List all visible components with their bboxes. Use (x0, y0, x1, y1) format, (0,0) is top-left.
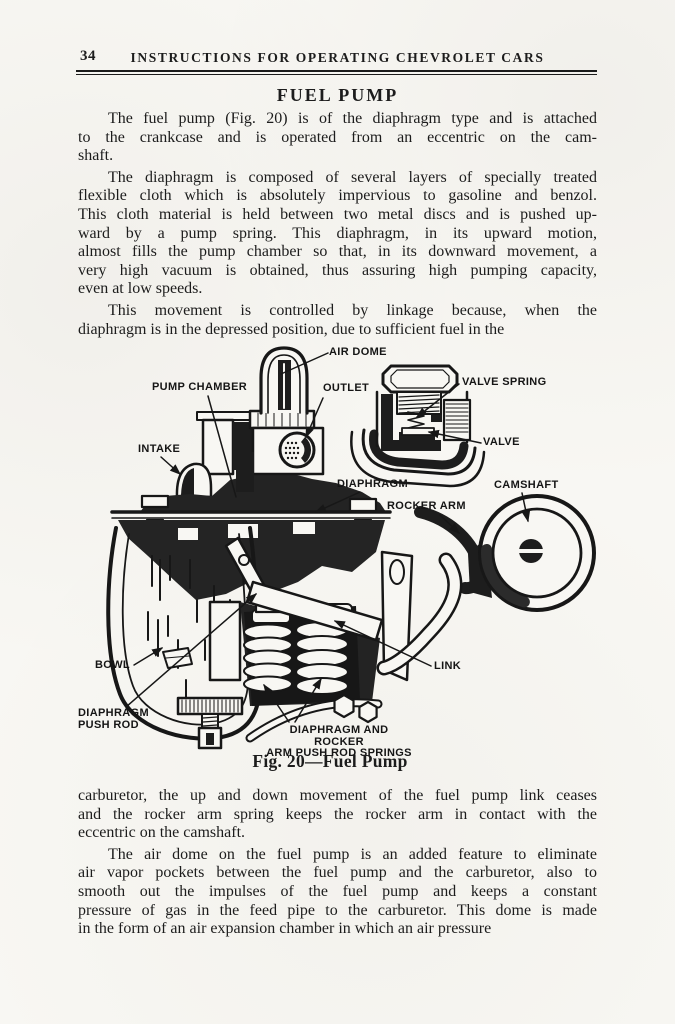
text-line: diaphragm is in the depressed position, … (78, 320, 505, 338)
fuel-pump-figure: AIR DOME PUMP CHAMBER OUTLET VALVE SPRIN… (0, 336, 675, 759)
pump-body (112, 348, 390, 600)
label-air-dome: AIR DOME (329, 346, 387, 358)
page-number: 34 (80, 48, 96, 64)
text-line: in the form of an air expansion chamber … (78, 920, 492, 938)
text-line: eccentric on the camshaft. (78, 824, 246, 842)
leader-lines (126, 353, 531, 722)
fuel-pump-diagram (0, 336, 675, 756)
label-valve: VALVE (483, 436, 520, 448)
text-line: smooth out the impulses of the fuel pump… (78, 882, 597, 900)
text-line: air vapor pockets between the fuel pump … (78, 864, 597, 882)
paragraph: This movement is controlled by linkage b… (78, 302, 597, 339)
text-line: The fuel pump (Fig. 20) is of the diaphr… (108, 110, 597, 127)
text-line: This cloth material is held between two … (78, 205, 597, 223)
text-line: The diaphragm is composed of several lay… (108, 168, 597, 186)
text-line: to the crankcase and is operated from an… (78, 128, 597, 146)
text-line: carburetor, the up and down movement of … (78, 787, 597, 804)
text-line: very high vacuum is obtained, thus assur… (78, 261, 597, 279)
label-line: PUSH ROD (78, 718, 139, 731)
label-pump-chamber: PUMP CHAMBER (152, 381, 248, 393)
label-bowl: BOWL (95, 659, 131, 671)
label-outlet: OUTLET (323, 382, 370, 394)
label-intake: INTAKE (138, 443, 181, 455)
section-heading: FUEL PUMP (276, 85, 399, 105)
label-line: DIAPHRAGM (78, 707, 149, 719)
text-line: The air dome on the fuel pump is an adde… (108, 845, 597, 863)
paragraph: The air dome on the fuel pump is an adde… (78, 846, 597, 939)
text-line: flexible cloth which is absolutely imper… (78, 187, 597, 205)
body-text-bottom: carburetor, the up and down movement of … (78, 787, 597, 942)
label-link: LINK (434, 660, 462, 672)
rocker-and-camshaft (250, 496, 594, 738)
text-line: shaft. (78, 147, 114, 165)
paragraph: carburetor, the up and down movement of … (78, 787, 597, 843)
bottom-fittings (178, 698, 242, 748)
label-rocker-arm: ROCKER ARM (387, 500, 466, 512)
paragraph: The fuel pump (Fig. 20) is of the diaphr… (78, 110, 597, 166)
text-line: pressure of gas in the feed pipe to the … (78, 901, 597, 919)
label-diaphragm: DIAPHRAGM (337, 478, 408, 490)
paragraph: The diaphragm is composed of several lay… (78, 169, 597, 299)
header-rule (76, 70, 597, 75)
label-diaphragm-push-rod: DIAPHRAGM PUSH ROD (78, 707, 149, 731)
label-push-rod-springs: DIAPHRAGM AND ROCKER ARM PUSH ROD SPRING… (263, 724, 415, 760)
label-line: ARM PUSH ROD SPRINGS (266, 747, 412, 759)
body-text-top: The fuel pump (Fig. 20) is of the diaphr… (78, 110, 597, 342)
pump-interior (210, 538, 412, 706)
text-line: almost fills the pump chamber so that, i… (78, 243, 597, 261)
text-line: even at low speeds. (78, 280, 203, 298)
text-line: and the rocker arm spring keeps the rock… (78, 805, 597, 823)
label-line: DIAPHRAGM AND ROCKER (289, 724, 389, 748)
figure-caption: Fig. 20—Fuel Pump (252, 751, 408, 771)
label-camshaft: CAMSHAFT (494, 479, 559, 491)
text-line: ward by a pump spring. This diaphragm, i… (78, 224, 597, 242)
text-line: This movement is controlled by linkage b… (108, 301, 597, 319)
running-title: INSTRUCTIONS FOR OPERATING CHEVROLET CAR… (130, 50, 545, 65)
label-valve-spring: VALVE SPRING (462, 376, 547, 388)
